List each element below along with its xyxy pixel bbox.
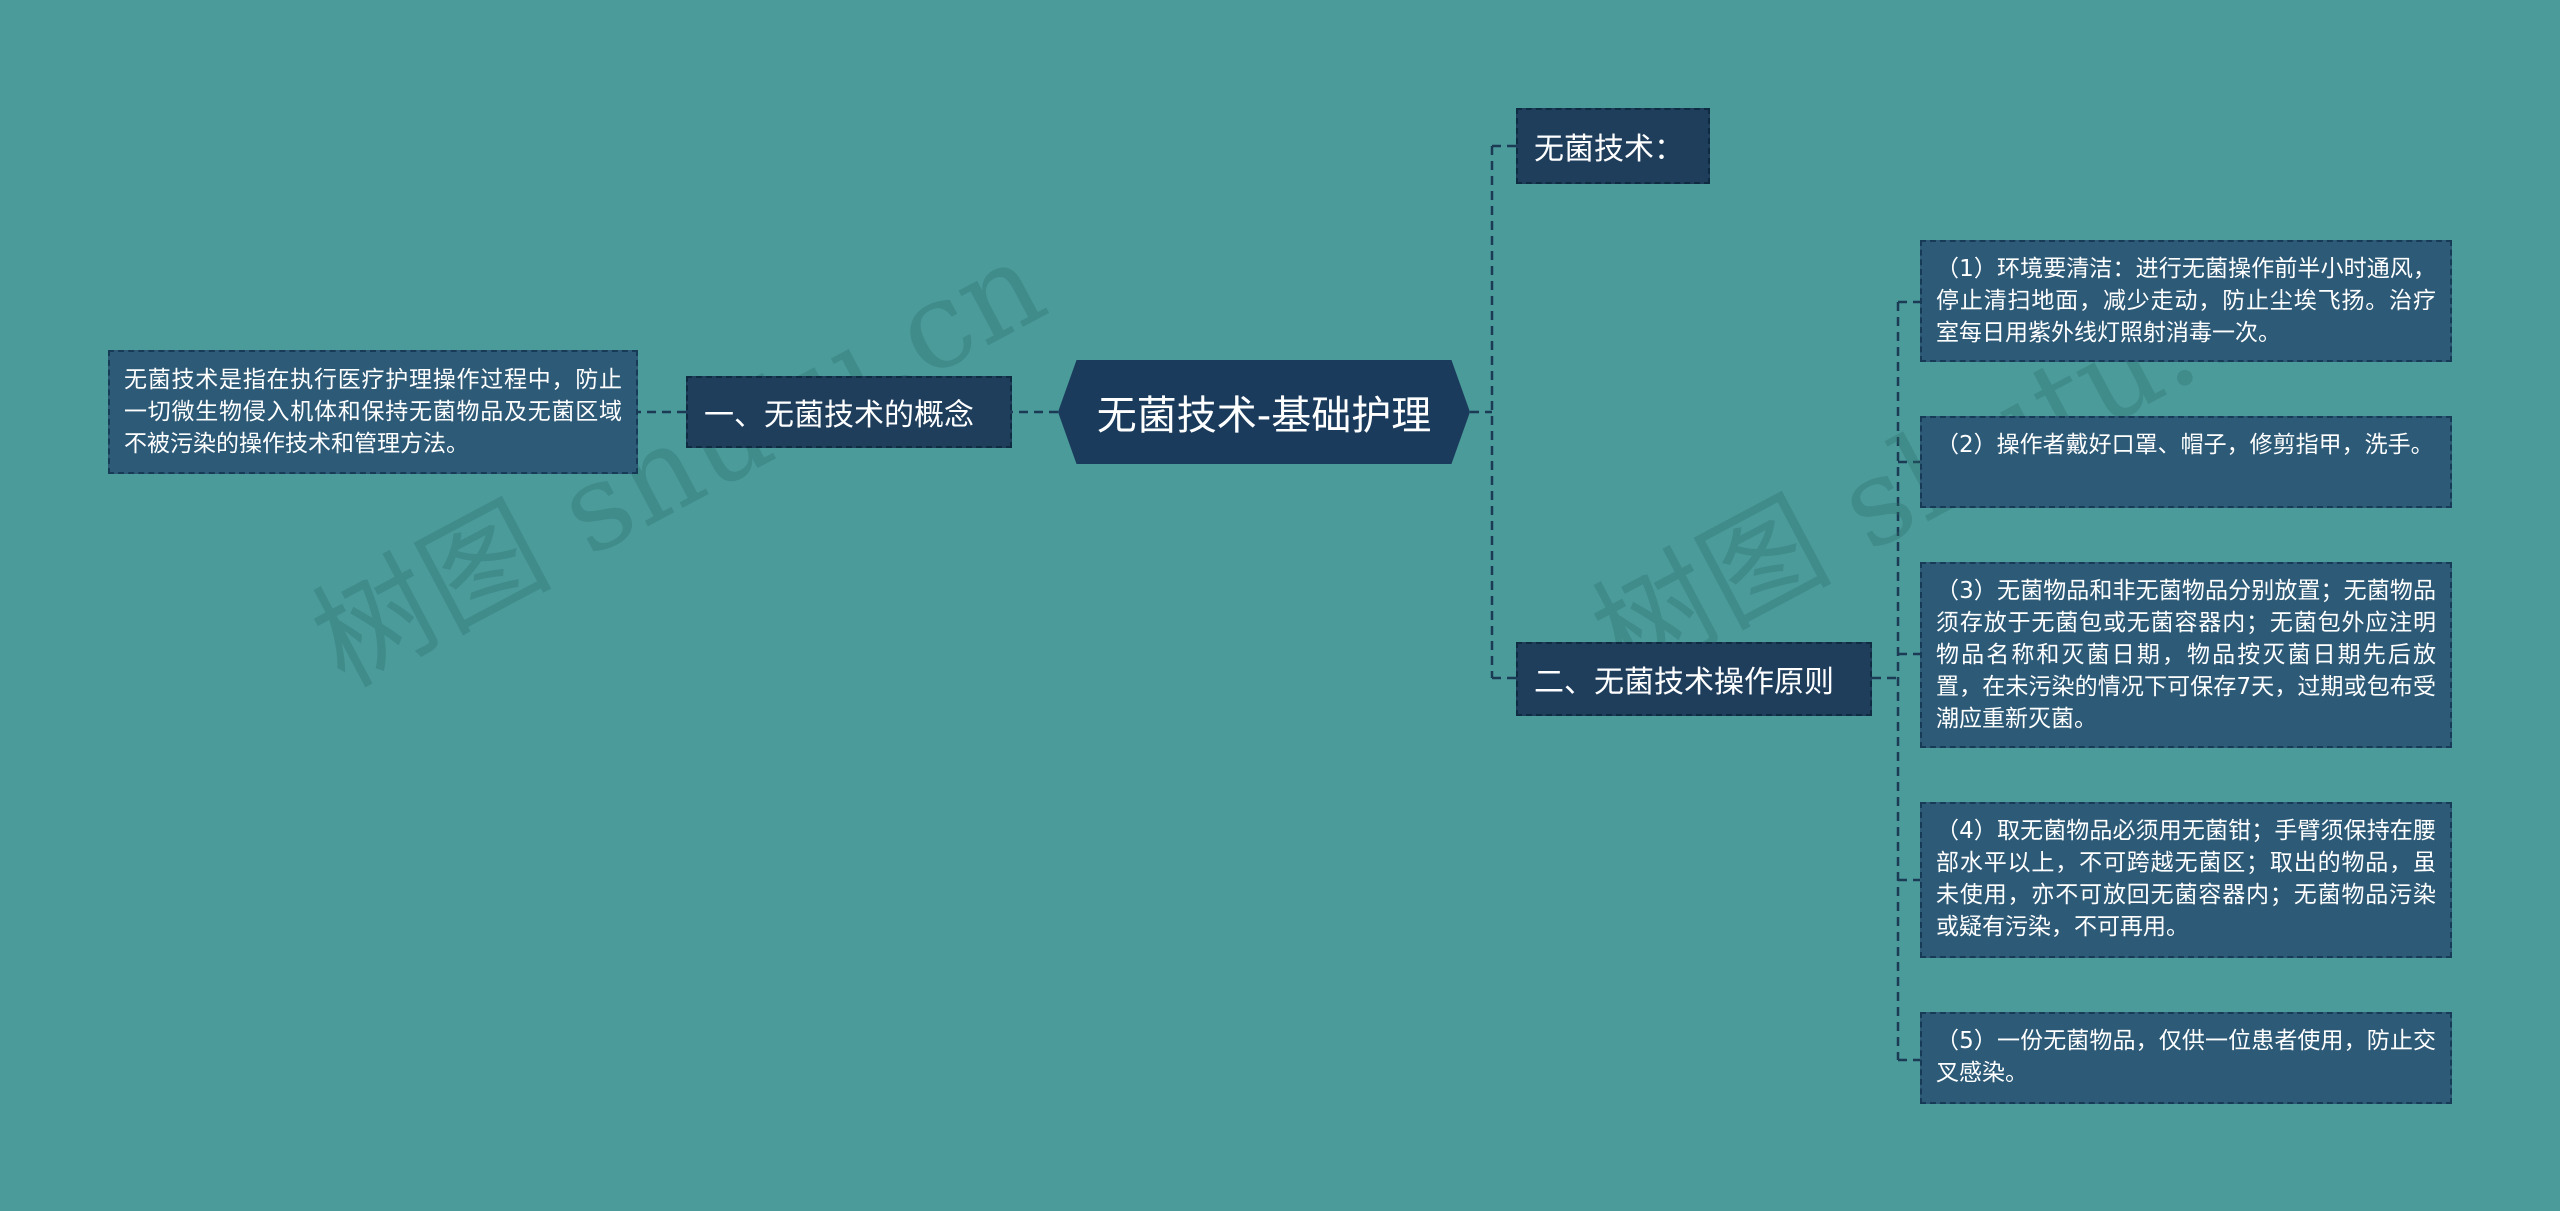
branch-definition[interactable]: 无菌技术： [1516,108,1710,184]
concept-detail[interactable]: 无菌技术是指在执行医疗护理操作过程中，防止一切微生物侵入机体和保持无菌物品及无菌… [108,350,638,474]
principle-item-1[interactable]: （1）环境要清洁：进行无菌操作前半小时通风，停止清扫地面，减少走动，防止尘埃飞扬… [1920,240,2452,362]
principle-item-5[interactable]: （5）一份无菌物品，仅供一位患者使用，防止交叉感染。 [1920,1012,2452,1104]
branch-concept[interactable]: 一、无菌技术的概念 [686,376,1012,448]
principle-item-3[interactable]: （3）无菌物品和非无菌物品分别放置；无菌物品须存放于无菌包或无菌容器内；无菌包外… [1920,562,2452,748]
principle-item-2[interactable]: （2）操作者戴好口罩、帽子，修剪指甲，洗手。 [1920,416,2452,508]
root-node[interactable]: 无菌技术-基础护理 [1058,360,1470,464]
branch-principles[interactable]: 二、无菌技术操作原则 [1516,642,1872,716]
principle-item-4[interactable]: （4）取无菌物品必须用无菌钳；手臂须保持在腰部水平以上，不可跨越无菌区；取出的物… [1920,802,2452,958]
